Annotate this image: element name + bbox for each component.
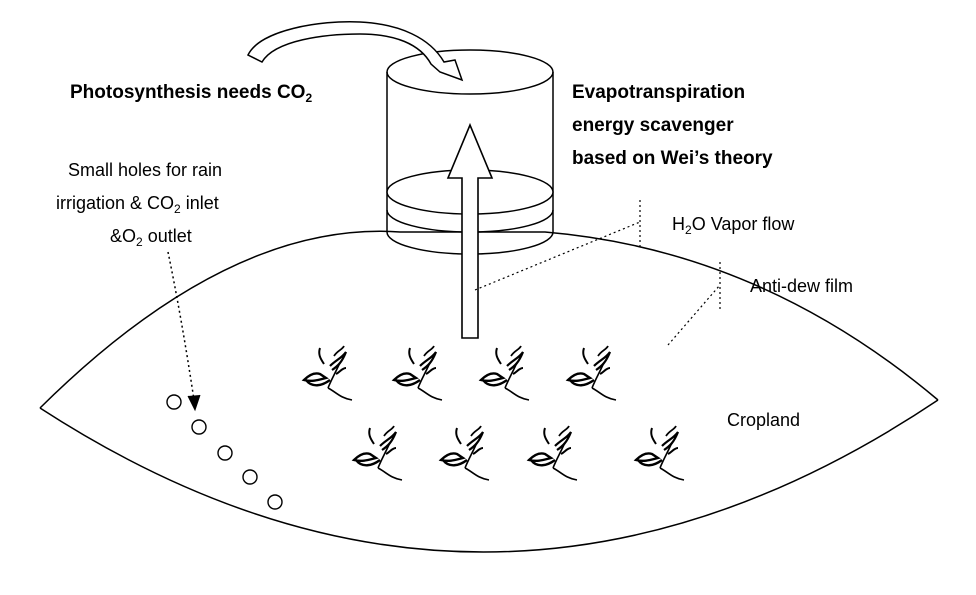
holes-line-1: Small holes for rain: [68, 160, 223, 180]
anti-dew-film-label: Anti-dew film: [750, 276, 854, 296]
anti-dew-film-dome: [39, 230, 939, 409]
evap-line-1: Evapotranspiration: [572, 82, 746, 103]
vapor-flow-arrow: [446, 122, 494, 339]
photosynthesis-label: Photosynthesis needs CO2: [70, 82, 313, 105]
vapor-flow-label: H2O Vapor flow: [672, 214, 795, 237]
crop-plants: [302, 344, 686, 482]
rain-holes: [166, 394, 283, 510]
cropland-label: Cropland: [727, 410, 801, 430]
co2-intake-arrow: [247, 21, 464, 82]
evap-line-2: energy scavenger: [572, 115, 734, 136]
holes-line-2: irrigation & CO2 inlet: [56, 193, 219, 216]
evap-line-3: based on Wei’s theory: [572, 148, 773, 169]
holes-line-3: &O2 outlet: [110, 226, 192, 249]
cropland-base: [39, 399, 939, 553]
holes-pointer-arrow: [167, 251, 195, 401]
